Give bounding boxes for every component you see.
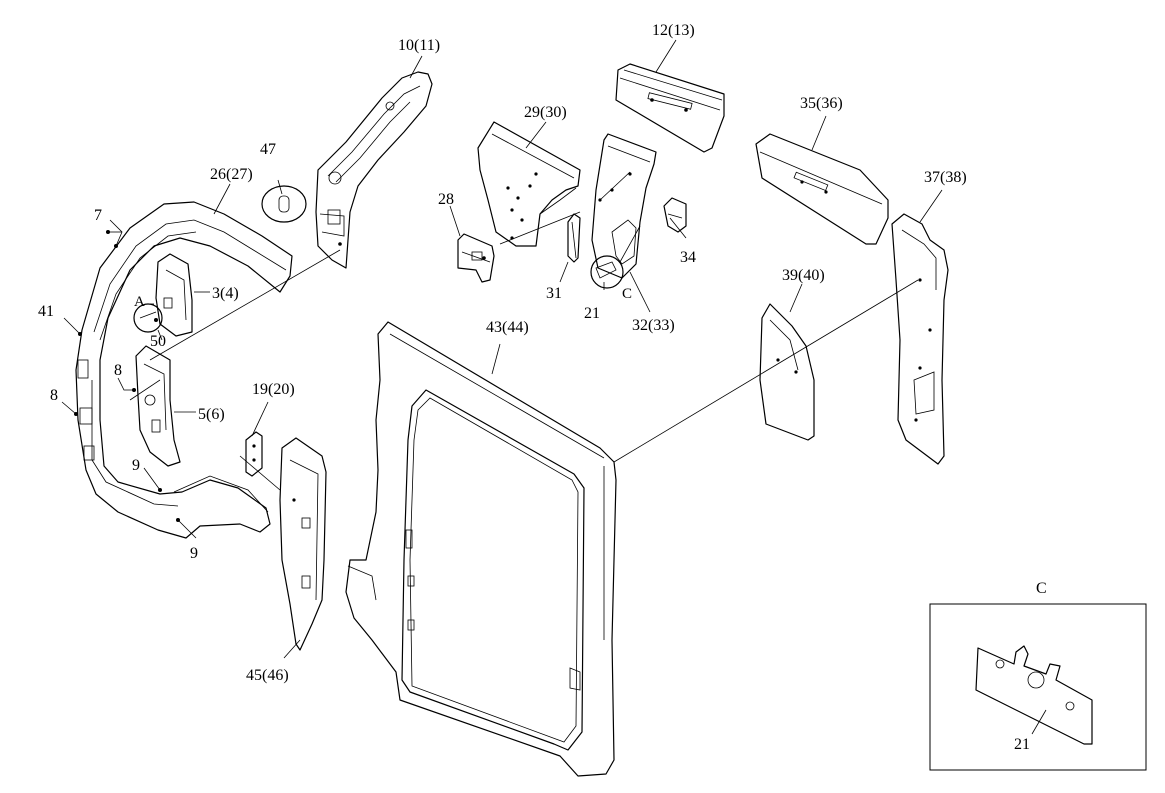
part-29-center-panel	[477, 121, 581, 247]
label-34: 34	[680, 249, 696, 266]
part-39-mid-panel	[759, 303, 815, 441]
part-5-lower-bracket	[135, 345, 181, 467]
part-10-upper-pillar	[315, 71, 433, 269]
inset-title: C	[1036, 580, 1047, 597]
label-37: 37(38)	[924, 169, 967, 186]
label-9a: 9	[132, 457, 140, 474]
label-5: 5(6)	[198, 406, 225, 423]
detail-c-inset: C 21	[929, 580, 1147, 771]
label-41: 41	[38, 303, 54, 320]
part-35-right-header	[755, 133, 889, 245]
label-A: A	[134, 294, 145, 310]
label-29: 29(30)	[524, 104, 567, 121]
inset-large-hole	[1027, 671, 1045, 689]
inset-small-hole-right	[1065, 701, 1075, 711]
part-21-detail-bracket	[975, 645, 1093, 745]
part-45-lower-pillar	[279, 437, 327, 651]
part-34-clip	[663, 197, 687, 233]
part-19-small-plate	[245, 431, 263, 477]
label-9b: 9	[190, 545, 198, 562]
label-10: 10(11)	[398, 37, 440, 54]
inset-label-21: 21	[1014, 736, 1030, 753]
label-8a: 8	[114, 362, 122, 379]
part-labels: 10(11) 12(13) 29(30) 35(36) 37(38) 47 26…	[38, 22, 967, 684]
label-43: 43(44)	[486, 319, 529, 336]
part-28-bracket	[457, 233, 495, 283]
label-12: 12(13)	[652, 22, 695, 39]
inset-small-hole-left	[995, 659, 1005, 669]
part-31-strip	[567, 213, 581, 263]
label-3: 3(4)	[212, 285, 239, 302]
label-8b: 8	[50, 387, 58, 404]
label-26: 26(27)	[210, 166, 253, 183]
part-3-upper-bracket	[155, 253, 193, 337]
part-37-right-pillar	[891, 213, 949, 465]
label-28: 28	[438, 191, 454, 208]
label-19: 19(20)	[252, 381, 295, 398]
part-43-door-ring	[345, 321, 617, 777]
part-12-roof-header	[615, 63, 725, 153]
label-C: C	[622, 286, 632, 302]
label-7: 7	[94, 207, 102, 224]
part-21-callout-circle	[590, 255, 624, 289]
part-47-round-plate	[261, 185, 307, 223]
label-35: 35(36)	[800, 95, 843, 112]
label-31: 31	[546, 285, 562, 302]
label-50: 50	[150, 333, 166, 350]
label-39: 39(40)	[782, 267, 825, 284]
label-21: 21	[584, 305, 600, 322]
label-32: 32(33)	[632, 317, 675, 334]
label-47: 47	[260, 141, 276, 158]
inset-frame	[929, 603, 1147, 771]
label-45: 45(46)	[246, 667, 289, 684]
part-32-vertical-panel	[591, 133, 657, 279]
leader-lines	[61, 39, 943, 659]
part-26-roof-arch	[75, 201, 293, 539]
